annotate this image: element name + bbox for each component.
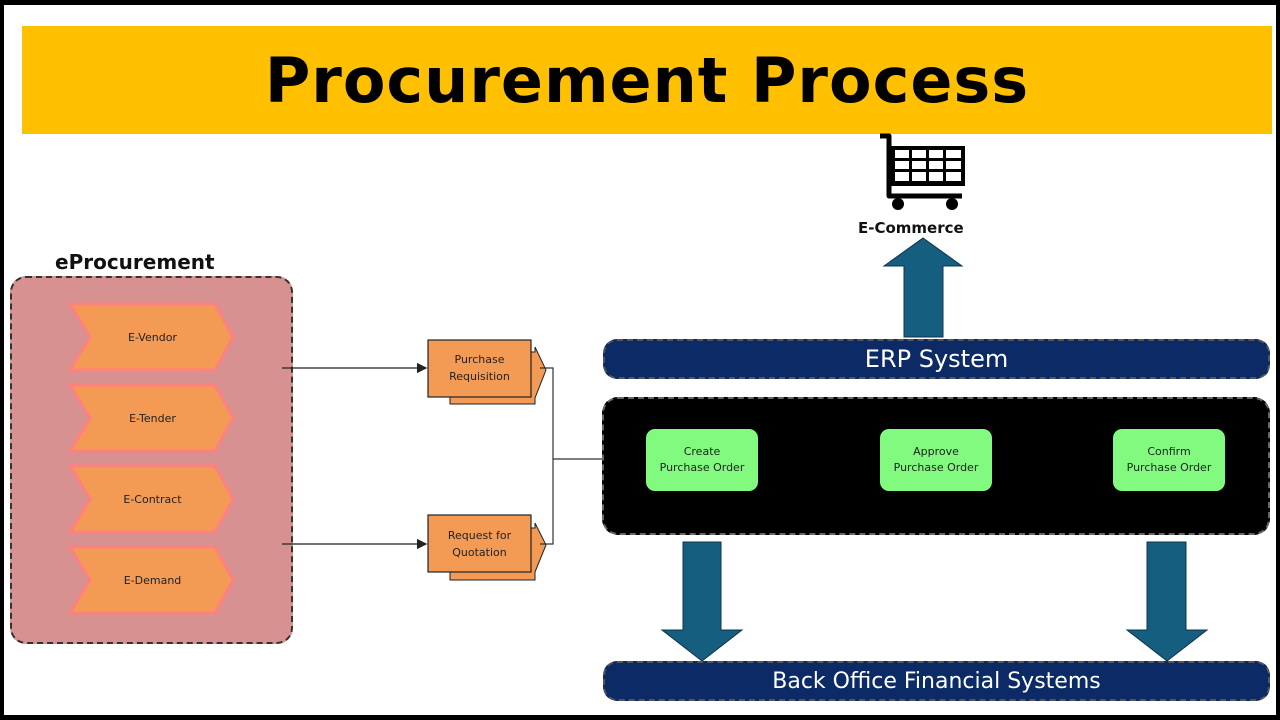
request-for-quotation-box: Request for Quotation (428, 527, 531, 561)
po-line2: Purchase Order (1126, 461, 1212, 474)
request-line1: Request for (447, 529, 512, 542)
shopping-cart-icon (880, 133, 965, 210)
po-line1: Create (683, 445, 721, 458)
chevron-e-tender (67, 383, 235, 453)
up-arrow-ecommerce (882, 237, 964, 338)
request-for-quotation-shape (427, 514, 547, 581)
po-line1: Approve (913, 445, 959, 458)
page-title: Procurement Process (264, 43, 1030, 117)
chevron-e-vendor (67, 302, 235, 372)
down-arrow-left (660, 541, 744, 662)
merge-connector (540, 367, 554, 545)
title-banner: Procurement Process (22, 26, 1272, 134)
po-line2: Purchase Order (659, 461, 745, 474)
down-arrow-right (1125, 541, 1209, 662)
eprocurement-label: eProcurement (55, 250, 215, 274)
chevron-e-contract (67, 464, 235, 534)
back-office-band: Back Office Financial Systems (603, 661, 1270, 701)
purchase-requisition-shape (427, 339, 547, 405)
request-line2: Requisition (449, 370, 510, 383)
chevron-label: E-Demand (123, 573, 182, 587)
erp-system-band: ERP System (603, 339, 1270, 379)
purchase-requisition-box: Purchase Requisition (428, 351, 531, 385)
chevron-label: E-Contract (123, 492, 182, 506)
po-line1: Confirm (1147, 445, 1191, 458)
chevron-label: E-Tender (129, 411, 176, 425)
erp-system-label: ERP System (864, 345, 1009, 373)
po-line2: Purchase Order (893, 461, 979, 474)
chevron-label: E-Vendor (128, 330, 177, 344)
chevron-e-demand (67, 545, 235, 615)
request-line2: Quotation (452, 546, 507, 559)
request-line1: Purchase (454, 353, 505, 366)
ecommerce-label: E-Commerce (858, 219, 964, 237)
back-office-label: Back Office Financial Systems (772, 668, 1101, 694)
